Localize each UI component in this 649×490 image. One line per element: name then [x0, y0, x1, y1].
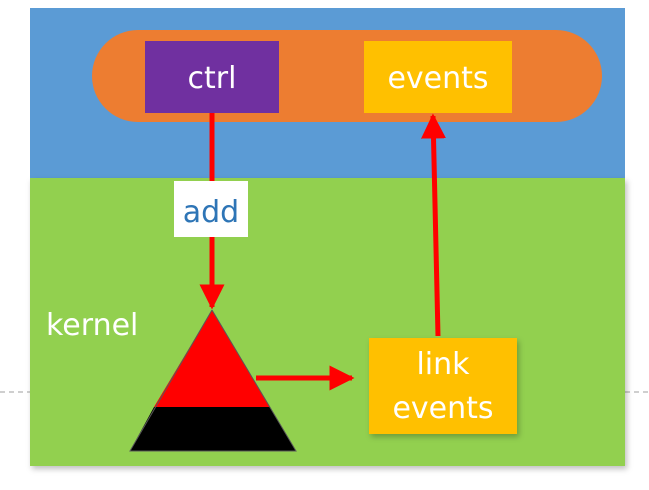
events-box — [364, 41, 512, 113]
link-events-label-line2: events — [392, 391, 493, 426]
kernel-triangle-top — [154, 310, 270, 407]
kernel-label: kernel — [46, 308, 138, 343]
link-events-box — [369, 338, 517, 434]
link-events-label-line1: link — [416, 347, 470, 382]
kernel-triangle-outline — [129, 309, 297, 452]
add-label-box — [174, 181, 248, 237]
add-label: add — [183, 195, 239, 230]
events-label: events — [387, 61, 488, 96]
kernel-triangle-base — [130, 407, 296, 451]
deliver-arrow — [421, 113, 447, 337]
ctrl-label: ctrl — [188, 61, 237, 96]
ctrl-box — [145, 41, 279, 113]
kernel-space-panel — [30, 178, 625, 466]
